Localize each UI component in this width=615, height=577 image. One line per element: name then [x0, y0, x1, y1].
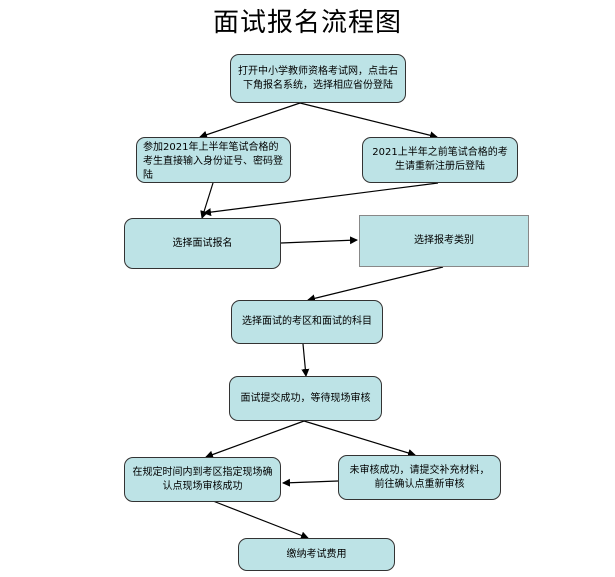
step-select-area-subject-text: 选择面试的考区和面试的科目 — [242, 316, 372, 327]
step-pay-exam-fee-text: 缴纳考试费用 — [286, 548, 347, 560]
step-pay-exam-fee: 缴纳考试费用 — [238, 538, 395, 571]
arrow-s1-to-s2a — [199, 102, 301, 139]
step-review-failed-resubmit-text: 未审核成功，请提交补充材料，前往确认点重新审核 — [349, 464, 490, 490]
step-select-interview-text: 选择面试报名 — [172, 237, 233, 249]
diagram-title: 面试报名流程图 — [212, 8, 402, 38]
arrow-s7b-to-s7a — [282, 478, 339, 487]
step-select-area-subject: 选择面试的考区和面试的科目 — [231, 300, 383, 344]
step-register-before-2021: 2021上半年之前笔试合格的考生请重新注册后登陆 — [362, 137, 518, 183]
step-select-category: 选择报考类别 — [359, 215, 529, 267]
step-onsite-review-success-text: 在规定时间内到考区指定现场确认点现场审核成功 — [132, 466, 273, 492]
step-select-interview: 选择面试报名 — [124, 218, 281, 269]
arrow-s6-to-s7b — [303, 420, 416, 457]
step-review-failed-resubmit: 未审核成功，请提交补充材料，前往确认点重新审核 — [338, 455, 501, 500]
arrow-s2b-to-s3 — [203, 182, 439, 217]
arrow-s1-to-s2b — [299, 102, 438, 140]
arrow-s4-to-s5 — [307, 266, 444, 303]
arrow-s7a-to-s8 — [212, 500, 309, 540]
step-register-before-2021-text: 2021上半年之前笔试合格的考生请重新注册后登陆 — [372, 147, 508, 172]
step-onsite-review-success: 在规定时间内到考区指定现场确认点现场审核成功 — [124, 457, 281, 502]
arrow-s5-to-s6 — [301, 343, 310, 377]
arrow-s6-to-s7a — [205, 420, 305, 459]
step-login-passed-2021: 参加2021年上半年笔试合格的考生直接输入身份证号、密码登陆 — [136, 137, 291, 183]
step-submitted-await-review-text: 面试提交成功，等待现场审核 — [240, 392, 371, 404]
step-open-website: 打开中小学教师资格考试网，点击右下角报名系统，选择相应省份登陆 — [230, 54, 406, 103]
step-select-category-text: 选择报考类别 — [414, 235, 474, 246]
arrow-s3-to-s4 — [280, 236, 358, 245]
step-login-passed-2021-text: 参加2021年上半年笔试合格的考生直接输入身份证号、密码登陆 — [143, 142, 283, 181]
step-submitted-await-review: 面试提交成功，等待现场审核 — [229, 376, 382, 421]
step-open-website-text: 打开中小学教师资格考试网，点击右下角报名系统，选择相应省份登陆 — [238, 65, 398, 91]
